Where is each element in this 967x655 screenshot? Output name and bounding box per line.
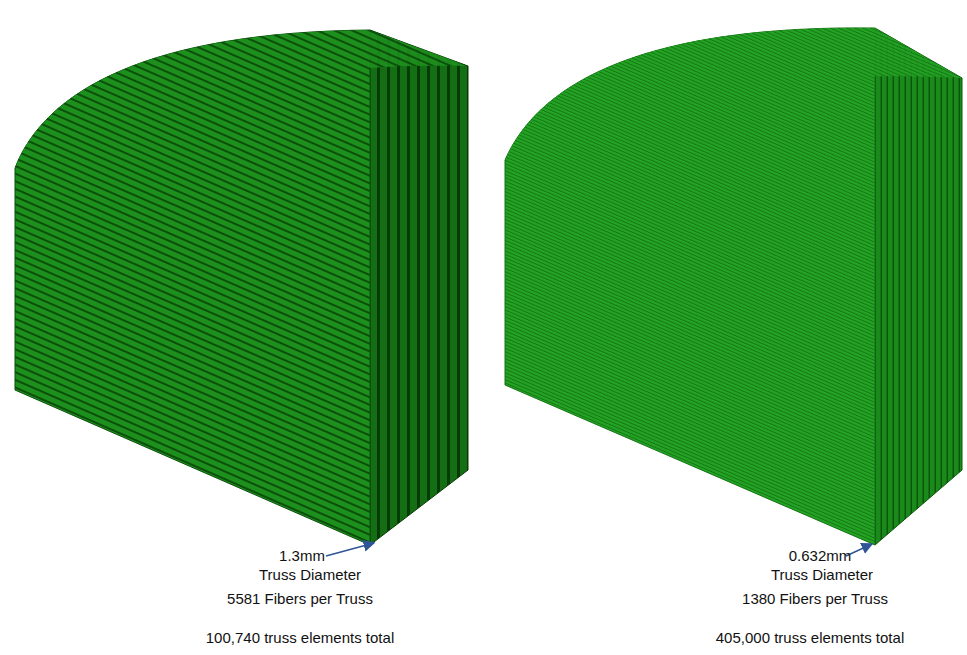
figure-label: 5581 Fibers per Truss <box>227 590 373 608</box>
figure-label: Truss Diameter <box>259 566 361 584</box>
figure-label: 405,000 truss elements total <box>716 629 904 647</box>
figure-label: 1.3mm <box>279 547 325 565</box>
figure-label: 1380 Fibers per Truss <box>742 590 888 608</box>
figure-label: 0.632mm <box>789 547 852 565</box>
figure-label: Truss Diameter <box>771 566 873 584</box>
figure-label: 100,740 truss elements total <box>206 629 394 647</box>
